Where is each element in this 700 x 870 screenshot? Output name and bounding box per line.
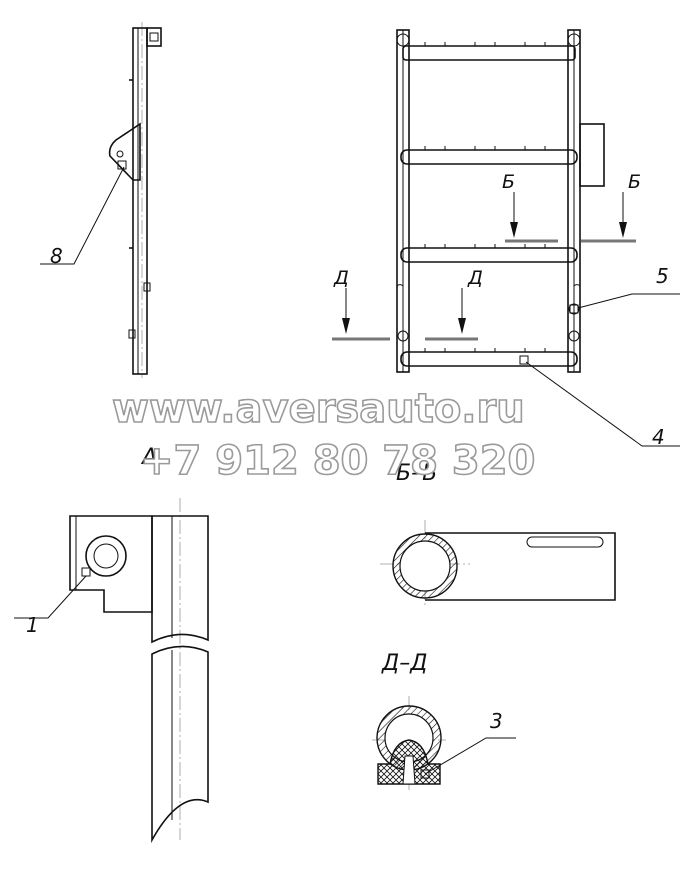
callout-3: 3 <box>490 709 503 733</box>
callout-4: 4 <box>652 425 665 449</box>
section-bb-detail <box>380 520 616 608</box>
callout-4-leader <box>525 361 680 447</box>
section-mark-d-left-label: Д <box>333 267 349 289</box>
watermark-phone: +7 912 80 78 320 <box>140 438 535 484</box>
callout-1: 1 <box>26 613 39 637</box>
section-dd-title: Д–Д <box>381 651 427 676</box>
view-a-title: А <box>140 445 157 470</box>
callout-1-leader <box>14 575 87 619</box>
ladder-front-view <box>396 29 605 373</box>
section-mark-b-right-label: Б <box>628 171 641 193</box>
callout-3-leader <box>424 737 516 775</box>
section-bb-title: Б–Б <box>396 461 437 486</box>
callout-8-leader <box>40 166 125 265</box>
section-mark-b-left-label: Б <box>502 171 515 193</box>
section-mark-b <box>505 192 636 243</box>
callout-8: 8 <box>50 244 63 268</box>
section-dd-detail <box>372 696 446 790</box>
view-a-detail <box>69 498 209 844</box>
section-mark-d-right-label: Д <box>467 267 483 289</box>
ladder-side-view <box>108 22 162 378</box>
callout-5: 5 <box>656 264 669 288</box>
watermark-site: www.aversauto.ru <box>112 386 525 432</box>
callout-5-leader <box>577 293 680 309</box>
section-mark-d <box>332 288 478 341</box>
